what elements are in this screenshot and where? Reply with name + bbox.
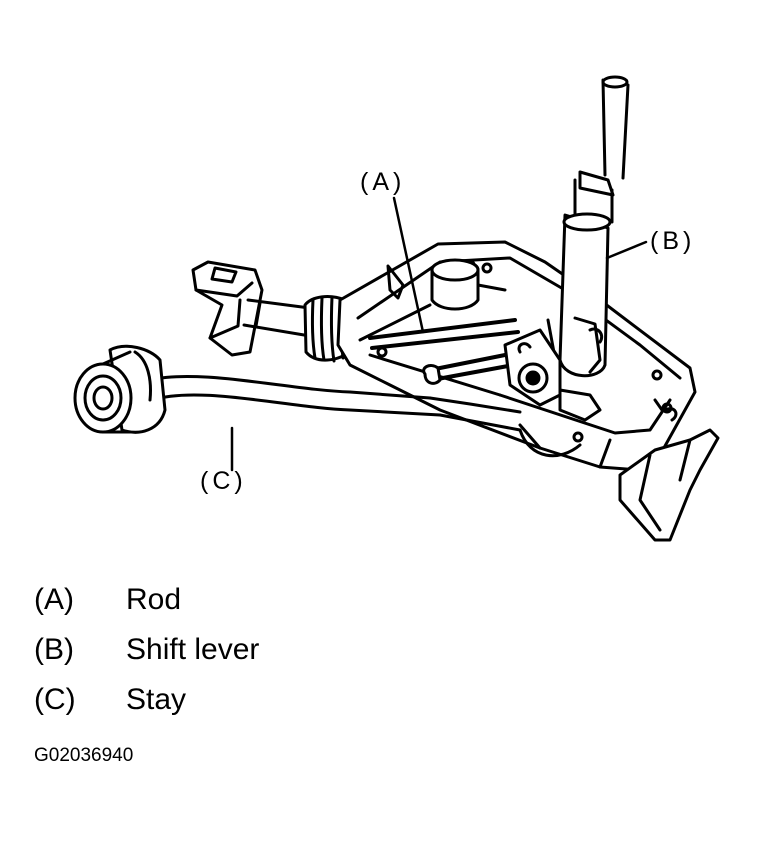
leader-line-a	[392, 196, 425, 334]
legend-row: (A) Rod	[34, 585, 181, 615]
figure-code: G02036940	[34, 745, 134, 766]
leader-line-b	[605, 240, 648, 260]
housing-dome	[430, 258, 507, 311]
leader-lines	[230, 196, 648, 472]
legend-label: Shift lever	[126, 633, 260, 666]
shift-lever-assembly-illustration	[73, 75, 720, 542]
legend-label: Stay	[126, 683, 187, 716]
callout-b-label: (B)	[650, 227, 696, 255]
rod-linkage	[368, 264, 520, 385]
callout-a-label: (A)	[360, 168, 406, 196]
legend-key: (C)	[34, 683, 76, 716]
legend-label: Rod	[126, 583, 182, 616]
stay-bushing	[73, 344, 167, 434]
legend-key: (B)	[34, 633, 74, 666]
stay-bar	[148, 374, 522, 432]
under-housing	[518, 388, 720, 542]
mounting-bracket	[191, 260, 264, 357]
legend-key: (A)	[34, 583, 74, 616]
legend-row: (B) Shift lever	[34, 635, 259, 665]
legend-row: (C) Stay	[34, 685, 186, 715]
callout-c-label: (C)	[200, 467, 247, 495]
